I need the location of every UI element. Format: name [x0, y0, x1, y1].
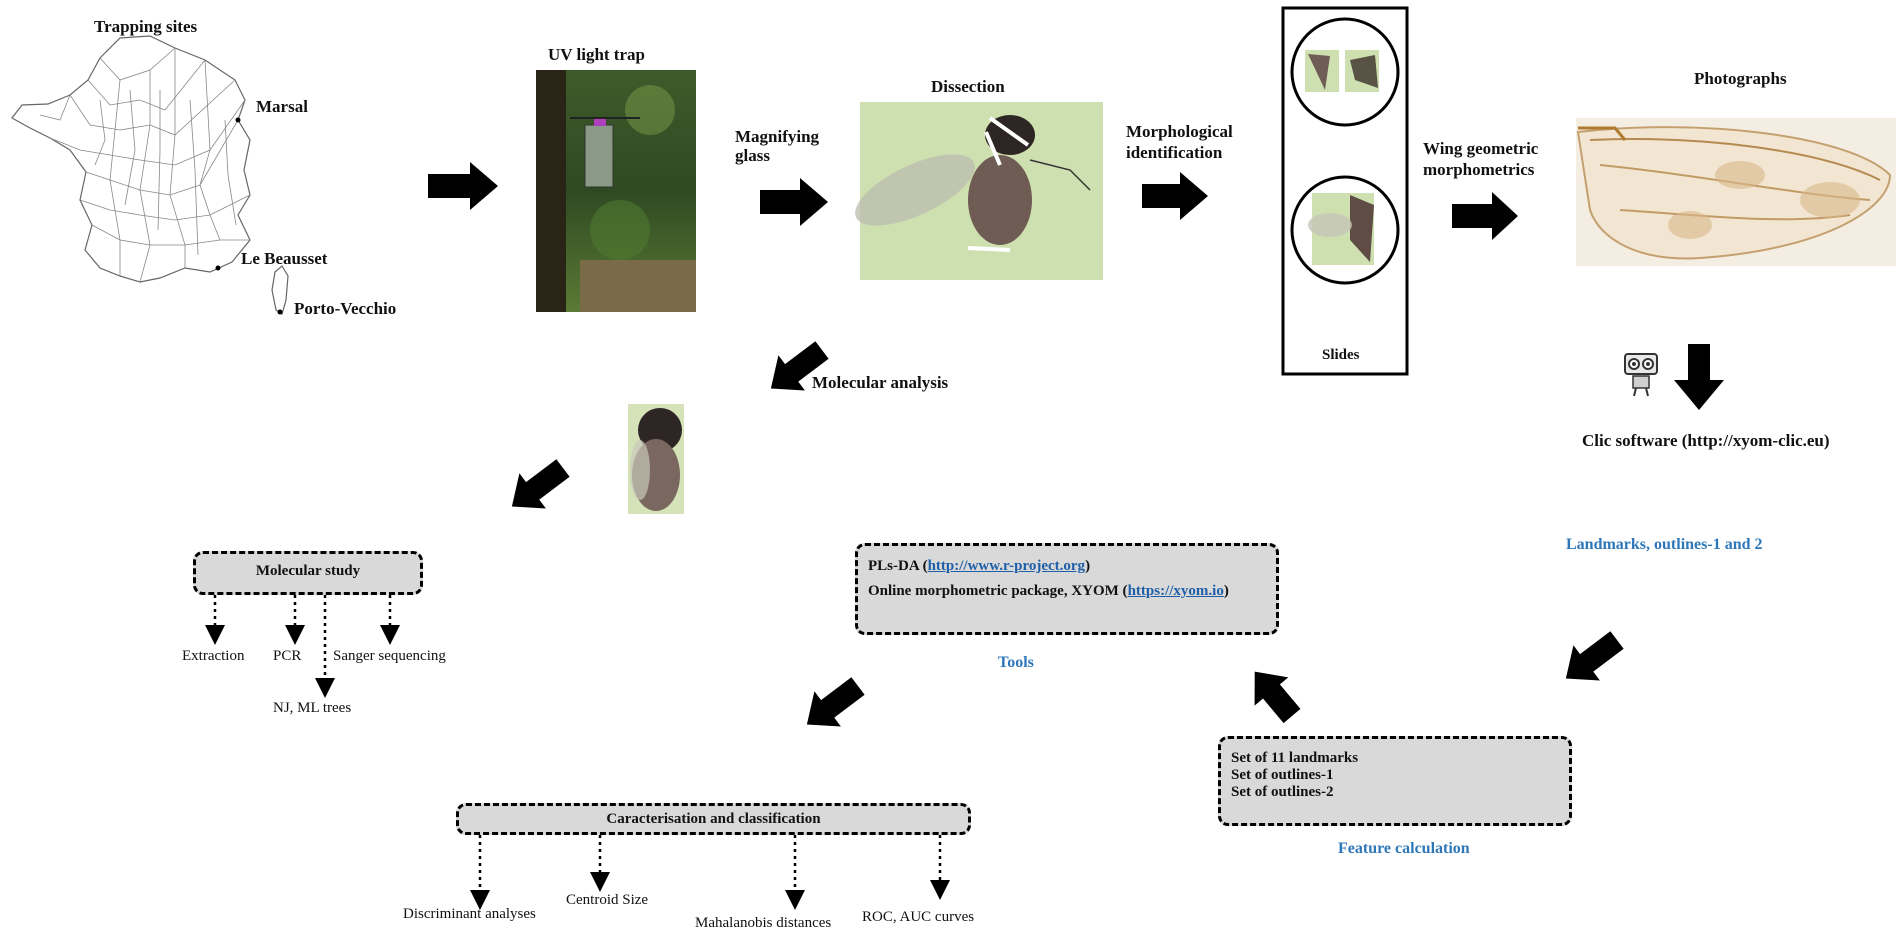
clic-software-label: Clic software (http://xyom-clic.eu)	[1582, 431, 1830, 450]
site-label-marsal: Marsal	[256, 97, 308, 116]
arrow-tools-to-classification	[806, 677, 865, 727]
step-pcr: PCR	[273, 648, 302, 664]
step-sanger-sequencing: Sanger sequencing	[333, 648, 446, 664]
dissection-photo	[855, 102, 1103, 280]
molecular-study-dotted-arrows	[205, 595, 400, 698]
feature-line-outlines-1: Set of outlines-1	[1231, 767, 1334, 783]
wing-gm-label-1: Wing geometric	[1423, 139, 1539, 158]
classification-title: Caracterisation and classification	[606, 811, 821, 827]
flow-arrows	[428, 162, 1724, 727]
step-centroid-size: Centroid Size	[566, 892, 649, 908]
classification-box: Caracterisation and classification	[456, 803, 971, 835]
arrow-to-molecular	[770, 341, 829, 391]
arrow-trap-to-dissection	[760, 178, 828, 226]
site-label-le-beausset: Le Beausset	[241, 249, 328, 268]
arrow-slides-to-wing	[1452, 192, 1518, 240]
r-project-link[interactable]: http://www.r-project.org	[927, 558, 1086, 574]
step-nj-ml-trees: NJ, ML trees	[273, 700, 352, 716]
uv-trap-photo	[536, 70, 696, 312]
feature-line-landmarks: Set of 11 landmarks	[1231, 750, 1359, 766]
tools-caption: Tools	[998, 654, 1034, 671]
arrow-map-to-trap	[428, 162, 498, 210]
feature-line-outlines-2: Set of outlines-2	[1231, 784, 1334, 800]
site-label-porto-vecchio: Porto-Vecchio	[294, 299, 397, 318]
molecular-sample-photo	[628, 404, 684, 514]
morphological-id-label-2: identification	[1126, 143, 1223, 162]
arrow-to-molecular-study	[511, 459, 570, 509]
dissection-label: Dissection	[931, 77, 1005, 96]
step-discriminant-analyses: Discriminant analyses	[403, 906, 536, 922]
xyom-link[interactable]: https://xyom.io	[1127, 583, 1224, 599]
step-extraction: Extraction	[182, 648, 245, 664]
step-mahalanobis-distances: Mahalanobis distances	[695, 915, 832, 931]
feature-calculation-caption: Feature calculation	[1338, 840, 1470, 857]
wing-gm-label-2: morphometrics	[1423, 160, 1535, 179]
slides-label: Slides	[1322, 347, 1360, 363]
uv-trap-label: UV light trap	[548, 45, 645, 64]
molecular-study-box: Molecular study	[193, 551, 423, 595]
step-roc-auc-curves: ROC, AUC curves	[862, 909, 975, 925]
tools-line-plsda: PLs-DA (http://www.r-project.org)	[868, 558, 1091, 574]
arrow-landmarks-to-features	[1565, 631, 1624, 681]
slides-frame	[1281, 6, 1409, 376]
site-dot-porto-vecchio	[277, 309, 283, 315]
molecular-study-title: Molecular study	[255, 563, 361, 579]
photographs-label: Photographs	[1694, 69, 1787, 88]
tools-box: PLs-DA (http://www.r-project.org) Online…	[855, 543, 1279, 635]
france-map	[11, 35, 289, 315]
arrow-dissection-to-id	[1142, 172, 1208, 220]
tools-line-xyom: Online morphometric package, XYOM (https…	[868, 583, 1229, 599]
clic-software-icon	[1624, 353, 1658, 397]
site-dot-marsal	[235, 117, 241, 123]
magnifying-label-1: Magnifying	[735, 127, 820, 146]
site-dot-le-beausset	[215, 265, 221, 271]
molecular-analysis-label: Molecular analysis	[812, 373, 949, 392]
magnifying-label-2: glass	[735, 146, 770, 165]
feature-calculation-box: Set of 11 landmarks Set of outlines-1 Se…	[1218, 736, 1572, 826]
arrow-features-to-tools	[1254, 671, 1301, 724]
morphological-id-label-1: Morphological	[1126, 122, 1233, 141]
map-title: Trapping sites	[94, 17, 198, 36]
wing-photo	[1576, 118, 1896, 266]
arrow-photo-to-clic	[1674, 344, 1724, 410]
classification-dotted-arrows	[470, 835, 950, 910]
landmarks-outlines-label: Landmarks, outlines-1 and 2	[1566, 536, 1763, 553]
